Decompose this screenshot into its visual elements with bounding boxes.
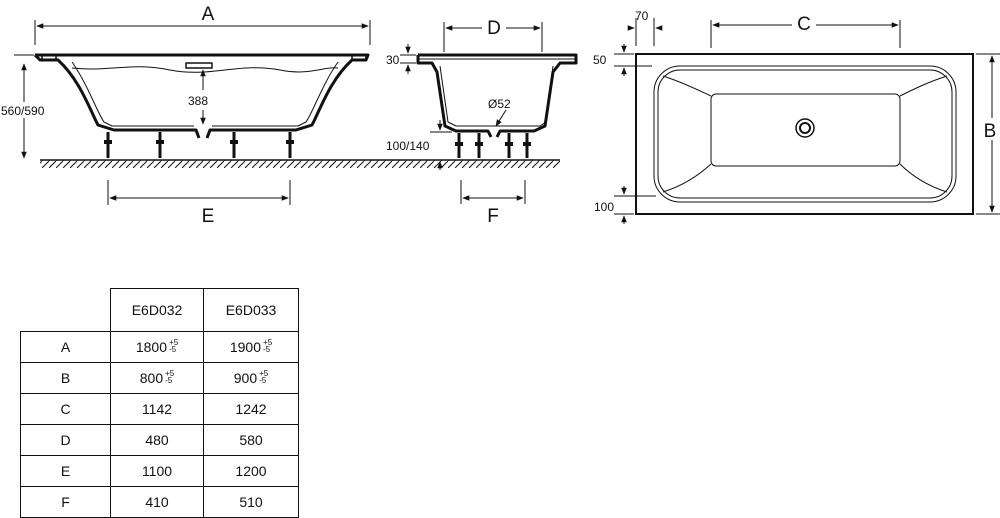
dimension-C: C bbox=[710, 12, 901, 48]
table-cell: 1100 bbox=[110, 455, 204, 487]
label-D: D bbox=[487, 18, 501, 39]
dimension-rim-50: 50 bbox=[593, 44, 652, 76]
row-key: E bbox=[20, 455, 111, 487]
dimension-F: F bbox=[460, 180, 526, 227]
tolerance: +5-5 bbox=[259, 369, 269, 385]
height-label: 560/590 bbox=[1, 104, 45, 118]
dimension-B: B bbox=[976, 53, 1000, 215]
table-row: C 1142 1242 bbox=[20, 393, 299, 425]
label-F: F bbox=[487, 206, 499, 227]
dimension-table: E6D032 E6D033 A 1800+5-5 1900+5-5 B 800+… bbox=[20, 288, 299, 518]
tub-end-outline bbox=[416, 53, 578, 138]
dimension-height: 560/590 bbox=[0, 54, 48, 159]
top-view: C 70 50 100 bbox=[593, 9, 1000, 224]
dimension-drain: Ø52 bbox=[488, 97, 511, 127]
tub-side-outline bbox=[33, 53, 370, 139]
dimension-depth: 388 bbox=[188, 69, 208, 125]
table-cell: 580 bbox=[203, 424, 299, 456]
dimension-D: D bbox=[443, 16, 543, 52]
row-key: A bbox=[20, 331, 111, 363]
table-cell: 1242 bbox=[203, 393, 299, 425]
end-view: D 30 100/140 Ø52 F bbox=[386, 16, 578, 227]
rim-label: 30 bbox=[386, 53, 400, 67]
bottom-label: 100 bbox=[594, 200, 614, 214]
row-key: C bbox=[20, 393, 111, 425]
label-E: E bbox=[202, 206, 215, 227]
drain-label: Ø52 bbox=[488, 97, 511, 111]
row-key: D bbox=[20, 424, 111, 456]
side-view: A 560/590 388 E bbox=[0, 4, 560, 227]
column-header-model-2: E6D033 bbox=[203, 288, 299, 332]
rim-left-label: 50 bbox=[593, 53, 607, 67]
table-cell: 1800+5-5 bbox=[110, 331, 204, 363]
table-corner bbox=[20, 288, 111, 332]
table-cell: 510 bbox=[203, 486, 299, 518]
column-header-model-1: E6D032 bbox=[110, 288, 204, 332]
dimension-foot: 100/140 bbox=[386, 120, 452, 170]
table-cell: 410 bbox=[110, 486, 204, 518]
offset-top-label: 70 bbox=[635, 9, 649, 23]
table-cell: 1900+5-5 bbox=[203, 331, 299, 363]
tolerance: +5-5 bbox=[165, 369, 175, 385]
tolerance: +5-5 bbox=[169, 338, 179, 354]
tub-floor bbox=[710, 93, 901, 167]
label-C: C bbox=[797, 14, 811, 35]
table-row: E 1100 1200 bbox=[20, 455, 299, 487]
dimension-A: A bbox=[34, 4, 371, 45]
tub-legs bbox=[106, 132, 292, 158]
dimension-rim: 30 bbox=[386, 44, 416, 74]
table-header-row: E6D032 E6D033 bbox=[20, 288, 299, 332]
row-key: B bbox=[20, 362, 111, 394]
row-key: F bbox=[20, 486, 111, 518]
tolerance: +5-5 bbox=[263, 338, 273, 354]
label-A: A bbox=[202, 4, 215, 25]
tub-basin-inner bbox=[657, 69, 953, 199]
end-legs bbox=[457, 133, 529, 158]
label-B: B bbox=[984, 121, 997, 142]
table-row: D 480 580 bbox=[20, 424, 299, 456]
table-row: A 1800+5-5 1900+5-5 bbox=[20, 331, 299, 363]
tub-basin-outer bbox=[653, 65, 957, 203]
table-row: B 800+5-5 900+5-5 bbox=[20, 362, 299, 394]
dimension-bottom-100: 100 bbox=[594, 186, 656, 224]
tub-top-outline bbox=[635, 53, 974, 215]
floor-hatch bbox=[40, 160, 560, 168]
dimension-offset-70: 70 bbox=[627, 9, 663, 46]
depth-label: 388 bbox=[188, 94, 208, 108]
drain-icon bbox=[795, 118, 815, 138]
table-cell: 480 bbox=[110, 424, 204, 456]
technical-drawing: A 560/590 388 E bbox=[0, 4, 1000, 227]
table-cell: 900+5-5 bbox=[203, 362, 299, 394]
foot-label: 100/140 bbox=[386, 139, 430, 153]
table-cell: 1142 bbox=[110, 393, 204, 425]
table-row: F 410 510 bbox=[20, 486, 299, 518]
table-cell: 800+5-5 bbox=[110, 362, 204, 394]
dimension-E: E bbox=[107, 180, 291, 227]
table-cell: 1200 bbox=[203, 455, 299, 487]
